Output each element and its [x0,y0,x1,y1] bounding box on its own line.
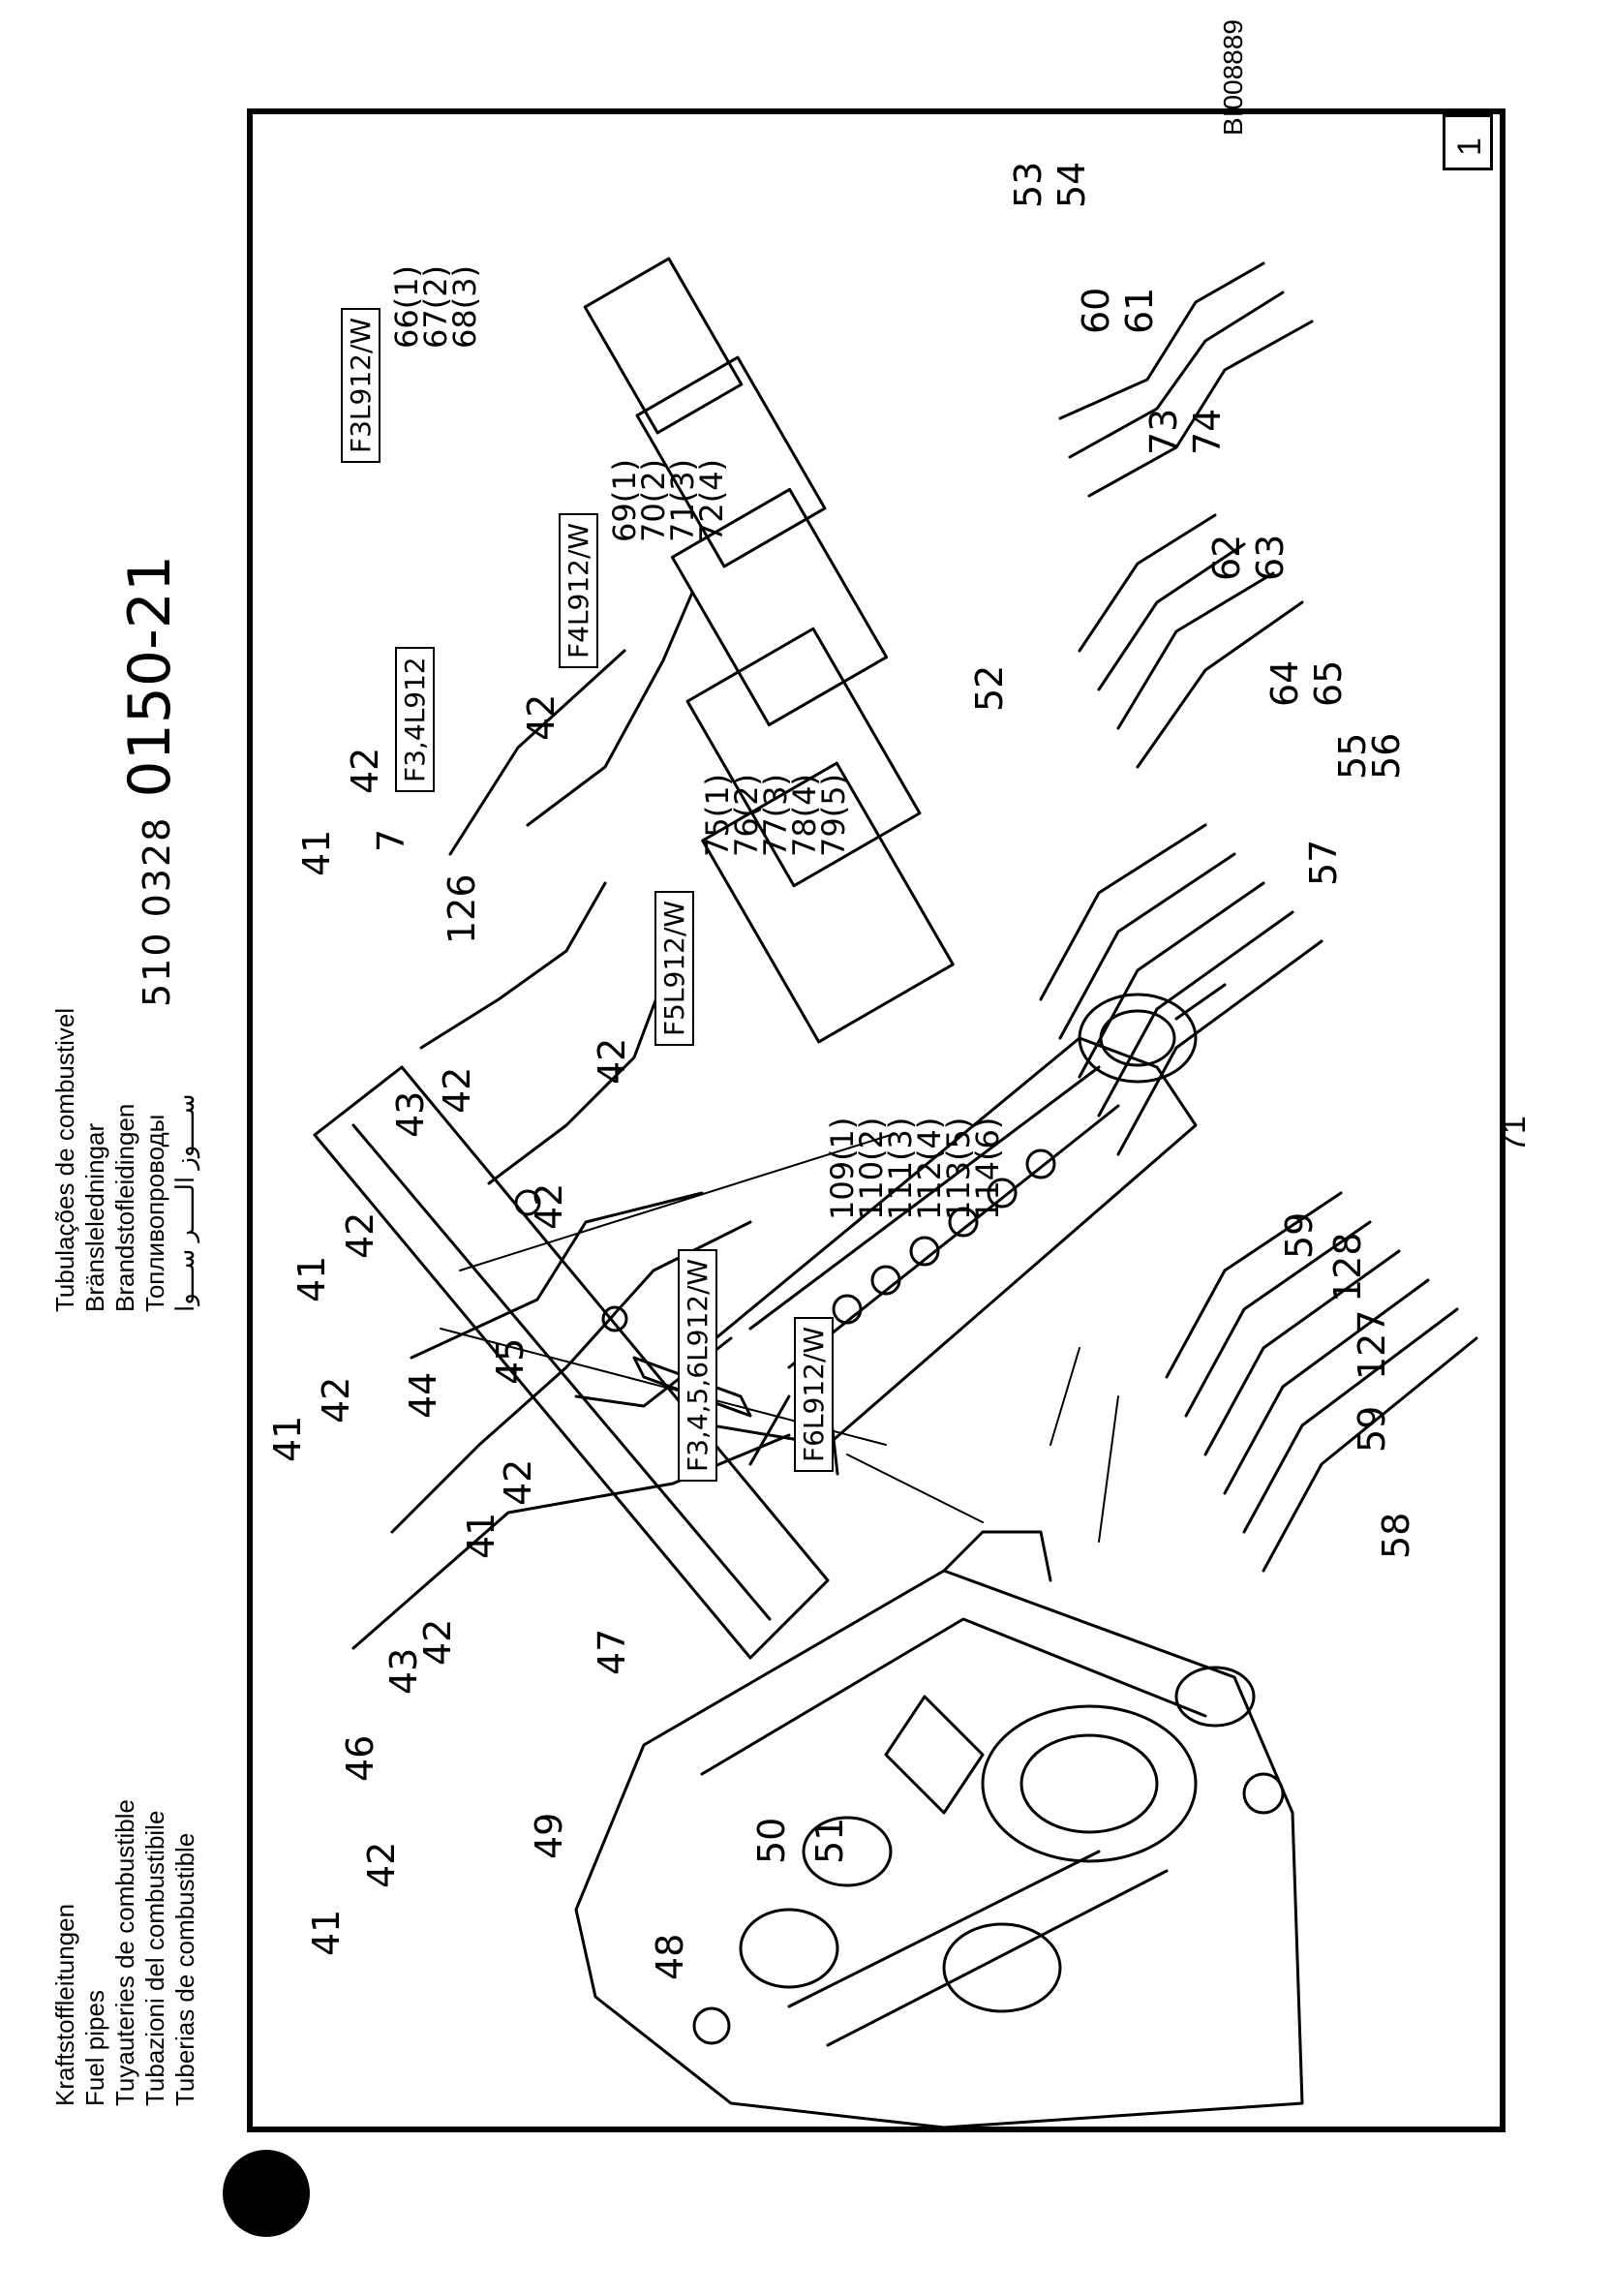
callout: 54 [1050,161,1093,208]
callout: 42 [416,1618,459,1666]
title-ru: Топливопроводы [140,1114,169,1312]
callout: 45 [489,1337,532,1385]
diagram-frame [247,108,1506,2132]
callout: 60 [1075,287,1117,334]
callout: 50 [750,1817,793,1864]
box-f6l912w: F6L912/W [794,1316,834,1472]
callout: 62 [1205,534,1248,581]
callout: 41 [295,829,338,876]
callout: 127 [1351,1309,1393,1380]
callout: 41 [460,1512,502,1559]
callout: 48 [649,1933,691,1980]
callout: 64 [1263,659,1306,707]
callout: 49 [528,1812,570,1859]
callout: 65 [1307,659,1350,707]
title-ar: ســــوز الـــــر ســـوا [170,1093,199,1312]
callout: 56 [1365,732,1408,780]
clamp-brackets [583,257,955,1418]
callout: 74 [1186,408,1229,455]
title-en: Fuel pipes [80,1990,109,2106]
titles-left: Kraftstoffleitungen Fuel pipes Tuyauteri… [50,1799,200,2106]
callout: 42 [528,1182,570,1230]
fuel-pipes [351,261,1478,1650]
callout: 46 [339,1734,381,1782]
callout: 43 [389,1090,432,1138]
callout: 51 [808,1817,851,1864]
variants-f6: 109(1) 110(2) 111(3) 112(4) 113(5) 114(6… [824,1117,1006,1220]
box-f4l912w: F4L912/W [559,512,598,668]
box-f5l912w: F5L912/W [654,890,694,1046]
exploded-view-drawing [313,257,1478,2129]
callout: 42 [497,1458,539,1506]
variant-item: 72(4) [693,458,730,542]
title-fr: Tuyauteries de combustible [110,1799,139,2106]
callout: 61 [1118,287,1161,334]
title-nl: Brandstofleidingen [110,1103,139,1312]
callout: 7 [370,828,412,852]
callout: 42 [591,1037,633,1085]
catalog-main: 0150-21 [116,554,184,798]
box-f34l912: F3,4L912 [395,647,435,792]
callout: 126 [441,873,483,944]
callout: 44 [402,1371,444,1419]
callout: 59 [1278,1211,1321,1259]
index-dot [223,2150,310,2237]
callout: 57 [1302,839,1345,886]
box-f3456l912w: F3,4,5,6L912/W [678,1248,717,1482]
callout: 41 [305,1909,348,1956]
variant-item: 79(5) [815,773,852,857]
callout: 42 [339,1211,381,1259]
callout: 59 [1351,1405,1393,1453]
variants-f3: 66(1) 67(2) 68(3) [388,264,483,349]
callout: 42 [436,1066,478,1114]
injection-pump-illustration [690,983,1227,1476]
engine-block-illustration [574,1530,1304,2129]
title-pt: Tubulações de combustivel [50,1007,79,1312]
titles-right: Tubulações de combustivel Bränsleledning… [50,1008,200,1312]
title-it: Tubazioni del combustibile [140,1810,169,2106]
callout: 58 [1375,1512,1417,1559]
callout: 42 [315,1376,357,1424]
callout: 128 [1326,1232,1369,1302]
catalog-prefix: 510 0328 [136,815,178,1007]
callout: 73 [1142,408,1185,455]
variant-item: 68(3) [446,264,483,349]
callout: 52 [968,664,1011,712]
callout: 42 [360,1841,403,1888]
callout: 42 [520,693,563,741]
callout: 41 [290,1255,333,1302]
callout: 41 [266,1415,309,1462]
title-de: Kraftstoffleitungen [50,1903,79,2106]
callout: 42 [344,747,386,794]
box-f3l912w: F3L912/W [341,307,380,463]
variants-f4: 69(1) 70(2) 71(3) 72(4) [606,458,730,542]
callout: 63 [1249,534,1292,581]
sheet-number-box: 1 [1443,114,1493,170]
title-sv: Bränsleledningar [80,1122,109,1312]
callout: 47 [591,1628,633,1675]
title-es: Tuberias de combustible [170,1832,199,2106]
variants-f5: 75(1) 76(2) 77(3) 78(4) 79(5) [699,773,852,857]
variant-item: 114(6) [969,1117,1006,1220]
catalog-number: 510 0328 0150-21 [116,555,186,1007]
callout: 53 [1007,161,1049,208]
